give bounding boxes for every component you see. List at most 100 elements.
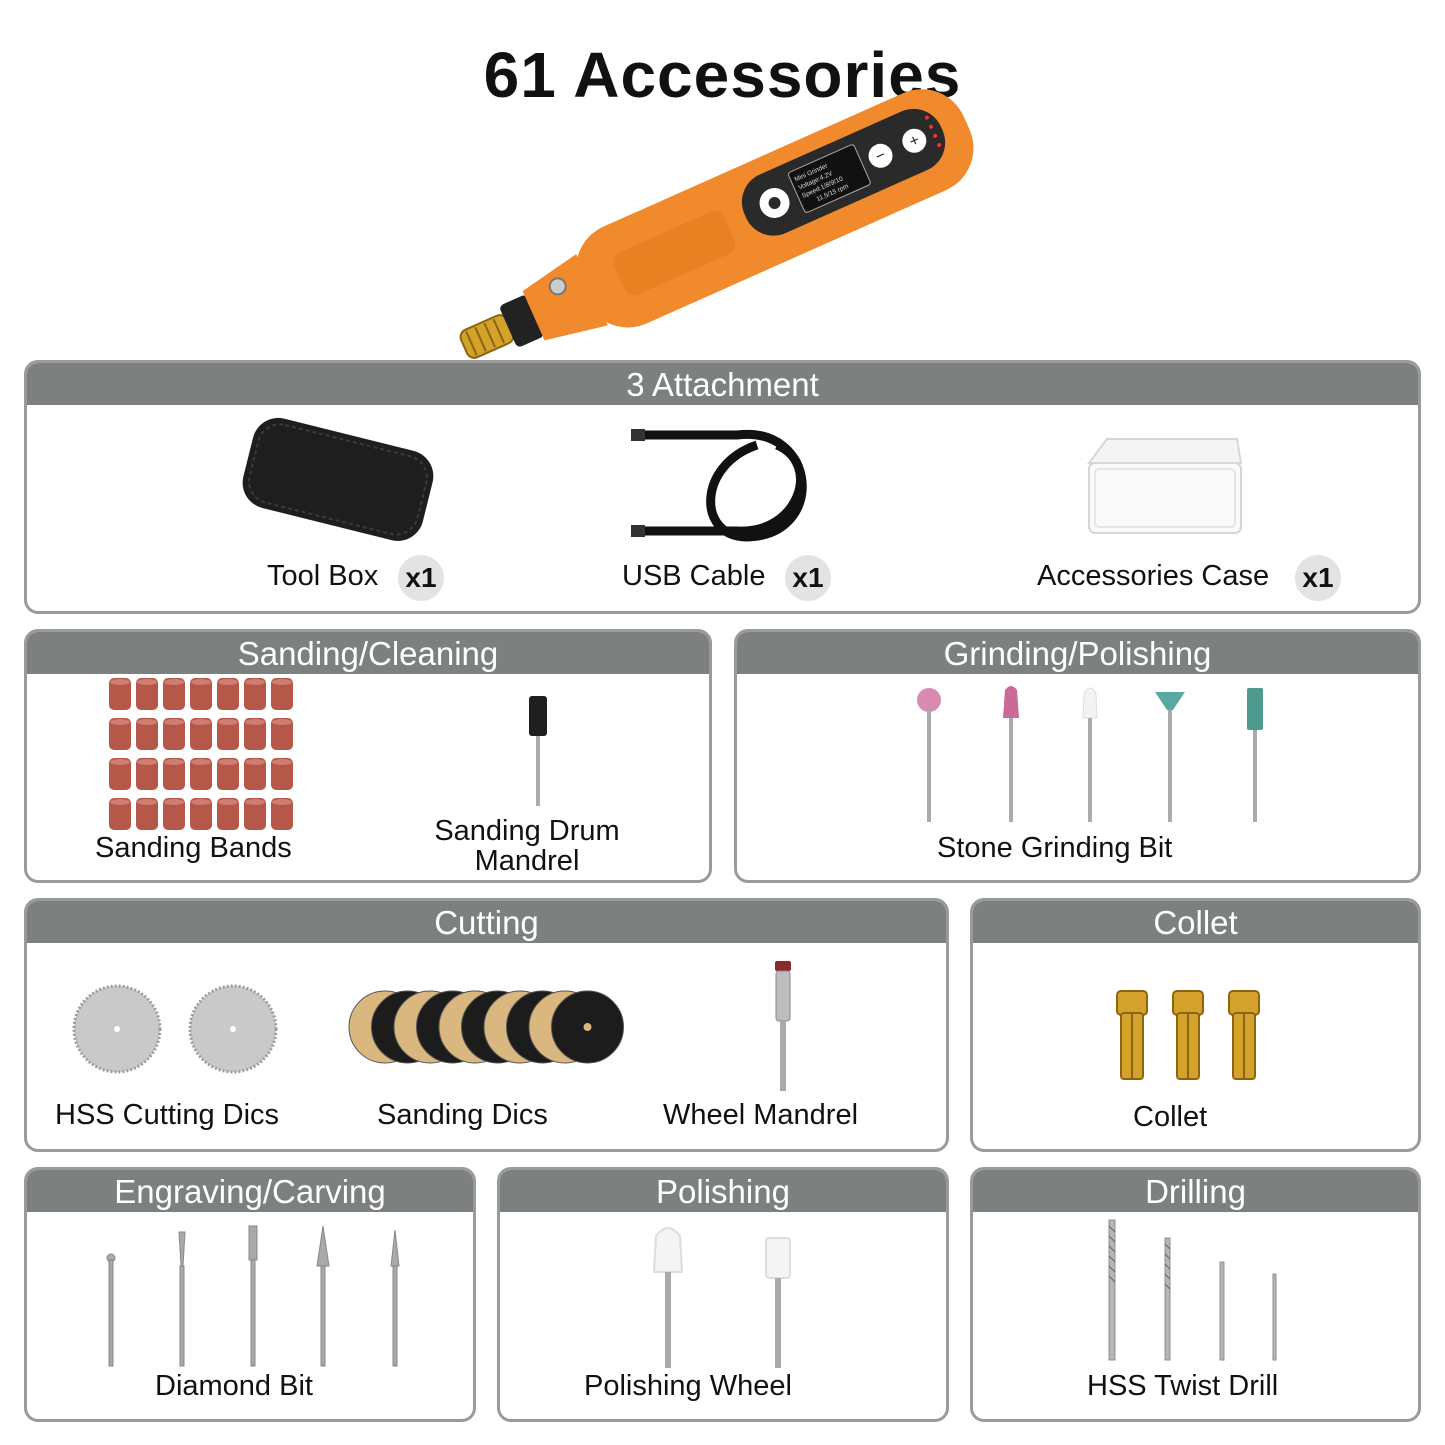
sanding-band bbox=[190, 758, 212, 790]
collets-image bbox=[1116, 990, 1260, 1080]
wheel-mandrel-image bbox=[775, 961, 791, 1091]
sanding-band-top bbox=[245, 799, 265, 805]
sanding-band-top bbox=[164, 799, 184, 805]
sanding-band-top bbox=[272, 799, 292, 805]
sanding-band bbox=[190, 718, 212, 750]
sanding-band bbox=[136, 718, 158, 750]
accessories-case-label: Accessories Case bbox=[1037, 560, 1270, 592]
wheel-mandrel-label: Wheel Mandrel bbox=[663, 1099, 859, 1131]
sanding-band-top bbox=[164, 719, 184, 725]
panel-attachment: 3 Attachment Tool Box x1 USB Cable x1 Ac… bbox=[24, 360, 1421, 614]
sanding-band bbox=[136, 798, 158, 830]
sanding-band bbox=[271, 758, 293, 790]
sanding-band-top bbox=[218, 759, 238, 765]
sanding-band bbox=[163, 678, 185, 710]
sanding-band-top bbox=[272, 679, 292, 685]
sanding-band-top bbox=[218, 719, 238, 725]
sanding-disc-hole bbox=[583, 1023, 592, 1031]
usb-cable-image bbox=[631, 429, 807, 542]
sanding-band-top bbox=[272, 719, 292, 725]
sanding-drum-mandrel-label: Sanding Drum Mandrel bbox=[417, 816, 637, 876]
panel-polishing: Polishing Polishing Wheel bbox=[497, 1167, 949, 1422]
sanding-drum-mandrel-image bbox=[529, 696, 547, 806]
sanding-band bbox=[244, 758, 266, 790]
sanding-band-top bbox=[137, 759, 157, 765]
sanding-band-top bbox=[272, 759, 292, 765]
sanding-band-top bbox=[245, 679, 265, 685]
stone-grinding-bits-image bbox=[917, 686, 1263, 822]
plus-button bbox=[902, 128, 927, 153]
sanding-band-top bbox=[110, 679, 130, 685]
sanding-band bbox=[109, 718, 131, 750]
sanding-discs-image bbox=[348, 990, 624, 1064]
sanding-bands-label: Sanding Bands bbox=[95, 832, 292, 864]
sanding-band bbox=[190, 798, 212, 830]
panel-cutting-title: Cutting bbox=[27, 901, 946, 943]
sanding-band-top bbox=[191, 759, 211, 765]
polishing-wheel-label: Polishing Wheel bbox=[584, 1370, 792, 1402]
panel-attachment-title: 3 Attachment bbox=[27, 363, 1418, 405]
tool-box-image bbox=[242, 417, 434, 541]
stone-grinding-bit-label: Stone Grinding Bit bbox=[937, 832, 1173, 864]
usb-cable-label: USB Cable bbox=[622, 560, 766, 592]
sanding-band bbox=[271, 718, 293, 750]
sanding-band-top bbox=[110, 719, 130, 725]
sanding-band bbox=[217, 678, 239, 710]
sanding-drum-mandrel-label-line2: Mandrel bbox=[474, 845, 580, 877]
sanding-band-top bbox=[191, 799, 211, 805]
panel-grinding-title: Grinding/Polishing bbox=[737, 632, 1418, 674]
sanding-band-top bbox=[164, 759, 184, 765]
sanding-band-top bbox=[191, 719, 211, 725]
panel-engraving: Engraving/Carving Diamond Bit bbox=[24, 1167, 476, 1422]
panel-grinding: Grinding/Polishing Stone Grinding Bit bbox=[734, 629, 1421, 883]
accessories-case-qty: x1 bbox=[1295, 555, 1341, 601]
panel-collet: Collet Collet bbox=[970, 898, 1421, 1152]
sanding-band-top bbox=[191, 679, 211, 685]
tool-box-qty: x1 bbox=[398, 555, 444, 601]
sanding-bands-image bbox=[109, 678, 293, 830]
sanding-band bbox=[217, 798, 239, 830]
sanding-band bbox=[163, 718, 185, 750]
sanding-band-top bbox=[245, 759, 265, 765]
sanding-band bbox=[109, 798, 131, 830]
sanding-band-top bbox=[137, 679, 157, 685]
usb-cable-qty: x1 bbox=[785, 555, 831, 601]
sanding-band-top bbox=[245, 719, 265, 725]
accessories-case-image bbox=[1087, 438, 1243, 534]
sanding-band-top bbox=[137, 719, 157, 725]
diamond-bits-image bbox=[106, 1225, 400, 1367]
sanding-band-top bbox=[218, 799, 238, 805]
panel-sanding: Sanding/Cleaning Sanding Bands Sanding D… bbox=[24, 629, 712, 883]
sanding-band-top bbox=[137, 799, 157, 805]
hss-twist-drills-image bbox=[1108, 1219, 1277, 1361]
page-title: 61 Accessories bbox=[483, 39, 962, 111]
sanding-band bbox=[244, 718, 266, 750]
rotary-tool-image: Mini Grinder Voltage:4.2V Speed:1/8/9/10… bbox=[459, 89, 974, 359]
sanding-band bbox=[136, 678, 158, 710]
sanding-band bbox=[163, 798, 185, 830]
collet-label: Collet bbox=[1133, 1101, 1208, 1133]
polishing-wheels-image bbox=[652, 1227, 791, 1368]
sanding-band bbox=[109, 758, 131, 790]
sanding-band-top bbox=[110, 759, 130, 765]
tool-box-label: Tool Box bbox=[267, 560, 379, 592]
sanding-band-top bbox=[110, 799, 130, 805]
sanding-band bbox=[217, 758, 239, 790]
panel-sanding-title: Sanding/Cleaning bbox=[27, 632, 709, 674]
sanding-band bbox=[244, 798, 266, 830]
sanding-band bbox=[271, 678, 293, 710]
panel-polishing-title: Polishing bbox=[500, 1170, 946, 1212]
sanding-band bbox=[190, 678, 212, 710]
panel-cutting: Cutting HSS Cutting Dics Sanding Dics Wh… bbox=[24, 898, 949, 1152]
panel-collet-title: Collet bbox=[973, 901, 1418, 943]
sanding-band bbox=[163, 758, 185, 790]
sanding-band-top bbox=[164, 679, 184, 685]
sanding-band bbox=[271, 798, 293, 830]
panel-drilling: Drilling HSS Twist Drill bbox=[970, 1167, 1421, 1422]
sanding-band bbox=[109, 678, 131, 710]
sanding-band bbox=[136, 758, 158, 790]
sanding-band bbox=[217, 718, 239, 750]
sanding-band-top bbox=[218, 679, 238, 685]
panel-drilling-title: Drilling bbox=[973, 1170, 1418, 1212]
hss-cutting-discs-image bbox=[72, 984, 278, 1074]
